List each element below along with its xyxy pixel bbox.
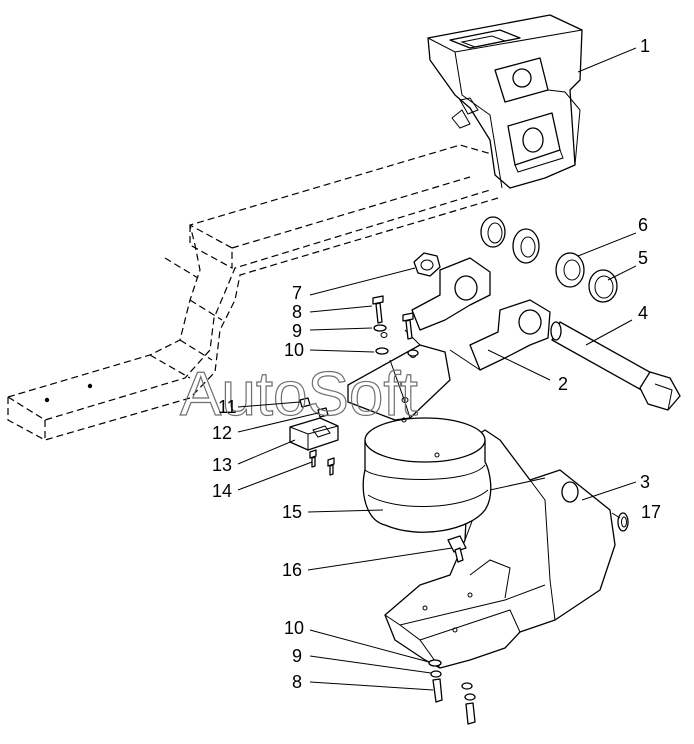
- bolt-part-8-upper: [372, 295, 419, 357]
- ring-part-17: [617, 512, 629, 532]
- callout-7: 7: [292, 283, 302, 303]
- callout-9-lower: 9: [292, 646, 302, 666]
- callout-9-upper: 9: [292, 321, 302, 341]
- callout-8-lower: 8: [292, 672, 302, 692]
- callout-10-lower: 10: [284, 618, 304, 638]
- callout-15: 15: [282, 502, 302, 522]
- vehicle-frame-outline: [7, 144, 499, 441]
- nut-part-7: [413, 252, 441, 277]
- callout-4: 4: [638, 303, 648, 323]
- ring-part-5: [588, 269, 618, 303]
- bushing-pair-upper: [480, 216, 540, 264]
- callout-11: 11: [218, 397, 237, 417]
- nut-part-11-12: [299, 397, 329, 418]
- leader-lines: [237, 47, 637, 691]
- bolt-part-14: [309, 449, 335, 476]
- callout-10-upper: 10: [284, 340, 304, 360]
- callout-14: 14: [212, 481, 232, 501]
- callout-8-upper: 8: [292, 302, 302, 322]
- bolt-part-8-lower: [428, 659, 476, 725]
- callout-labels: 1 2 3 4 5 6 7 8 9 10 11 12 13 14 15 16 1…: [212, 36, 661, 692]
- callout-12: 12: [212, 423, 232, 443]
- lever-part-2: [347, 257, 551, 421]
- callout-5: 5: [638, 248, 648, 268]
- callout-3: 3: [640, 472, 650, 492]
- callout-6: 6: [638, 215, 648, 235]
- callout-17: 17: [641, 502, 661, 522]
- bolt-part-4: [550, 321, 681, 411]
- bracket-part-3: [384, 429, 616, 669]
- callout-2: 2: [558, 374, 568, 394]
- bracket-part-1: [427, 14, 583, 189]
- callout-1: 1: [640, 36, 650, 56]
- callout-13: 13: [212, 455, 232, 475]
- air-spring-part-15: [362, 417, 492, 533]
- bushing-part-6: [555, 252, 585, 288]
- clamp-part-13: [289, 417, 339, 451]
- callout-16: 16: [282, 560, 302, 580]
- watermark-text: AutoSoft: [180, 360, 418, 429]
